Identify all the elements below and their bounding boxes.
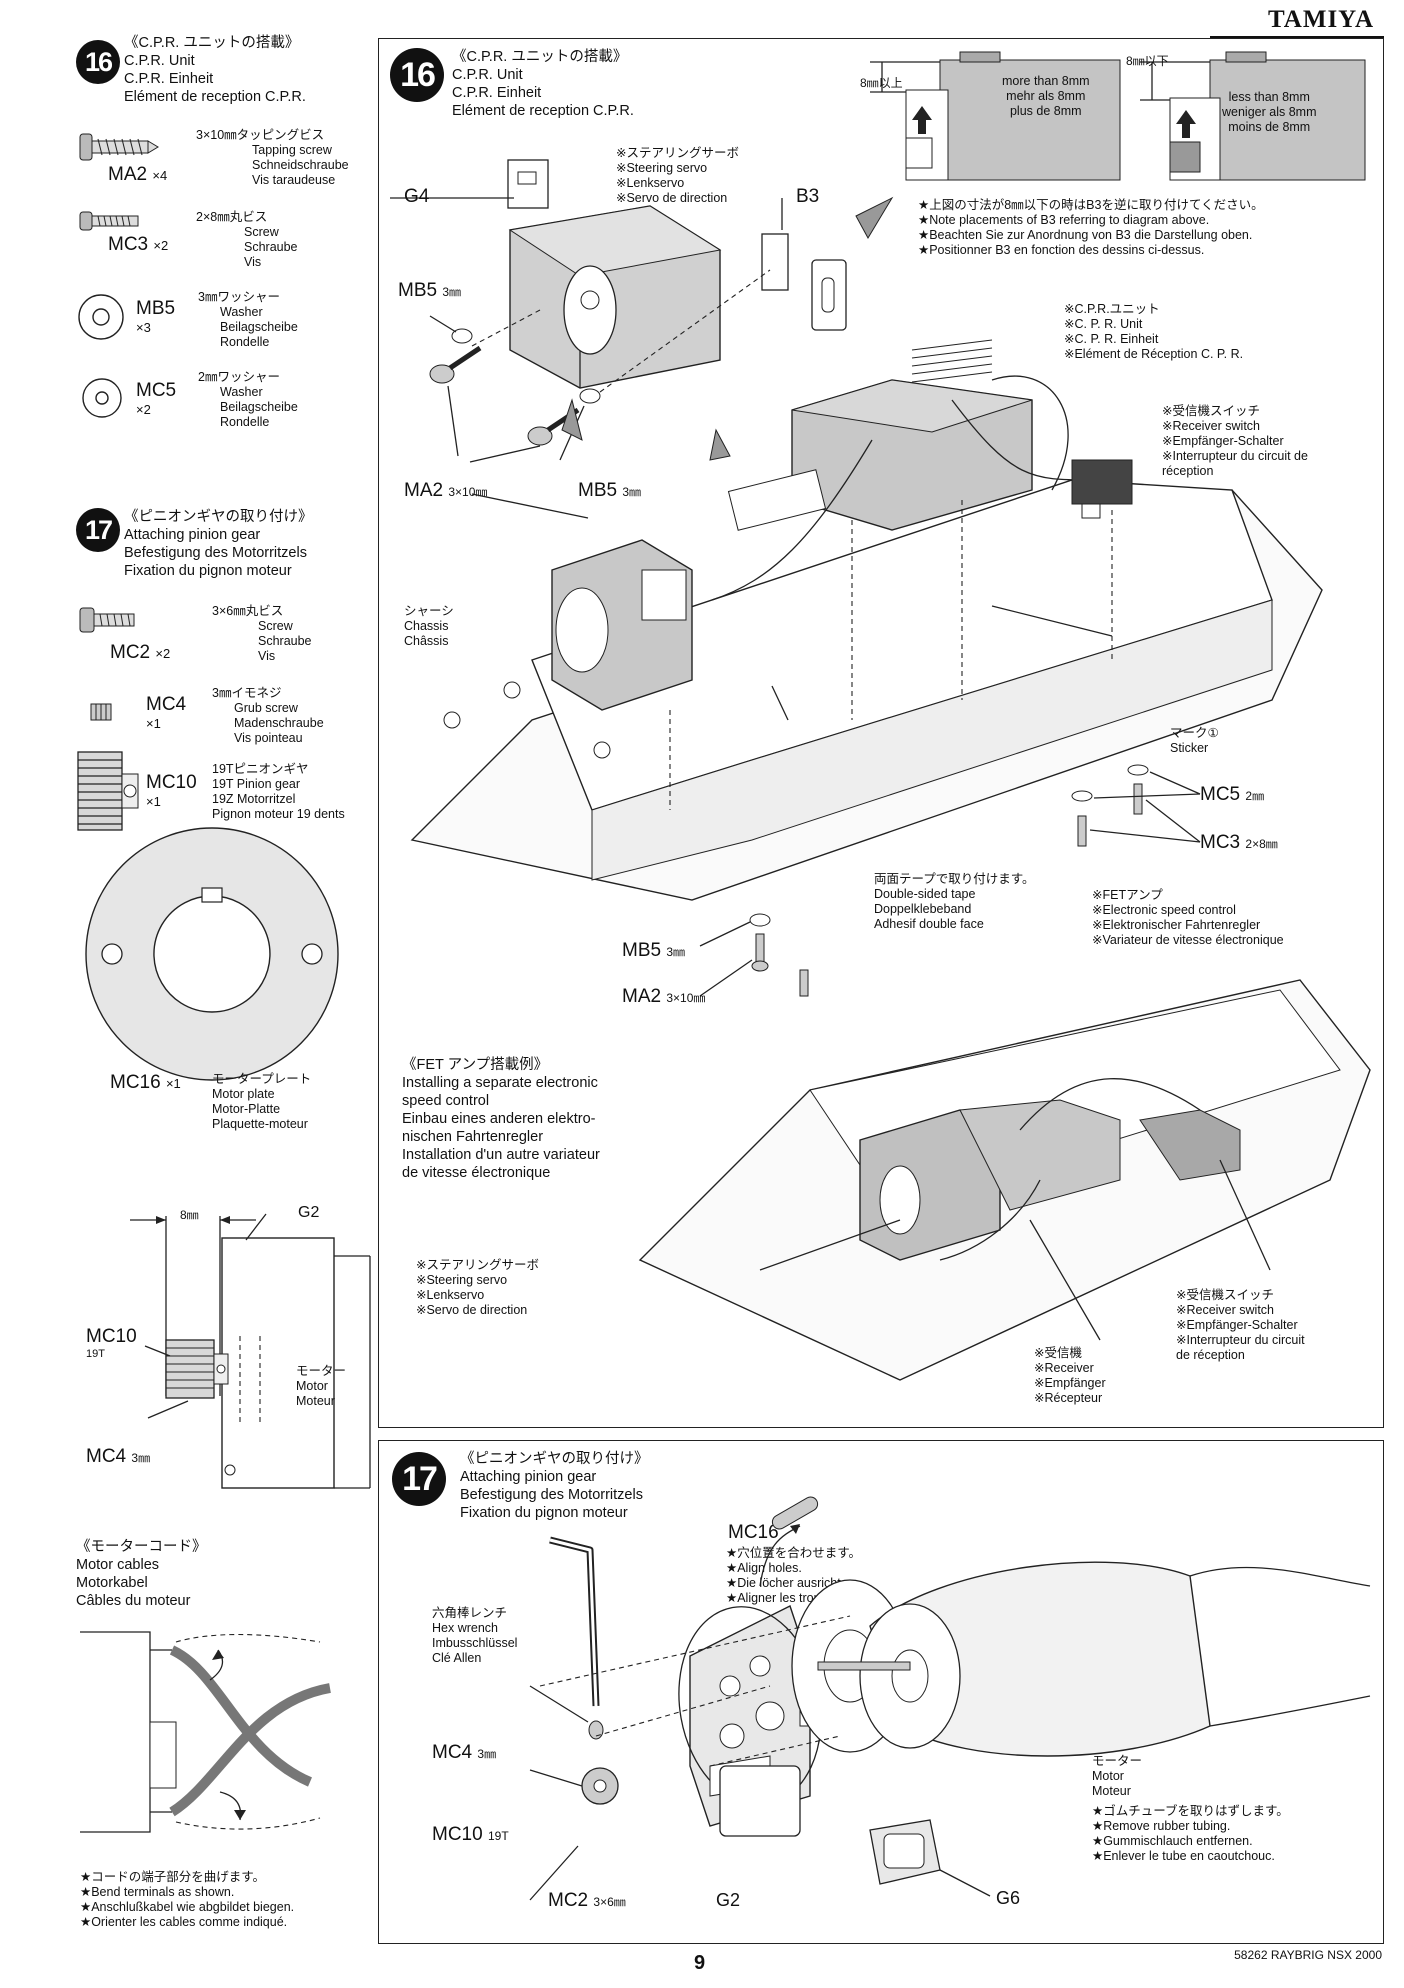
part-ma2-desc: 3×10㎜タッピングビス Tapping screw Schneidschrau… xyxy=(196,128,349,187)
label-mc16: MC16 xyxy=(728,1522,779,1543)
label-mc5: MC5 2㎜ xyxy=(1200,784,1265,805)
label-mc2-step17: MC2 3×6㎜ xyxy=(548,1890,626,1911)
servo-assembly-drawing xyxy=(390,159,894,463)
part-mc5-desc: 2㎜ワッシャー Washer Beilagscheibe Rondelle xyxy=(198,370,298,429)
mc5-mc3-hardware xyxy=(1071,764,1201,847)
motor-cables-diagram xyxy=(80,1631,331,1833)
label-receiver-switch: ※受信機スイッチ※Receiver switch ※Empfänger-Scha… xyxy=(1162,404,1308,478)
part-mb5-desc: 3㎜ワッシャー Washer Beilagscheibe Rondelle xyxy=(198,290,298,349)
footer-model: 58262 RAYBRIG NSX 2000 xyxy=(1234,1948,1382,1962)
grub-screw-icon xyxy=(90,703,112,721)
label-steering-servo-2: ※ステアリングサーボ※Steering servo ※Lenkservo※Ser… xyxy=(416,1258,539,1317)
pinion-gauge-diagram xyxy=(130,1213,371,1489)
screw-icon xyxy=(79,211,139,231)
gauge-mc4: MC4 3㎜ xyxy=(86,1446,151,1467)
label-g2-step17: G2 xyxy=(716,1890,741,1910)
part-mb5-code: MB5×3 xyxy=(136,298,176,335)
pinion-gear-icon xyxy=(77,751,139,831)
part-mc16-desc: モータープレート Motor plate Motor-Platte Plaque… xyxy=(212,1072,312,1131)
pinion-assembly-drawing xyxy=(529,1496,1371,1901)
header-divider xyxy=(1210,36,1384,38)
label-fet-amp: ※FETアンプ※Electronic speed control ※Elektr… xyxy=(1092,888,1284,947)
fet-install-title: 《FET アンプ搭載例》Installing a separate electr… xyxy=(402,1057,600,1181)
gauge-mc10: MC10 xyxy=(86,1326,137,1347)
label-mb5-mid: MB5 3㎜ xyxy=(578,480,642,501)
part-ma2-code: MA2 ×4 xyxy=(108,164,168,185)
detail-right-dim: 8㎜以下 xyxy=(1126,54,1169,68)
page-number: 9 xyxy=(694,1952,706,1974)
part-mc3-code: MC3 ×2 xyxy=(108,234,169,255)
label-mb5-bottom: MB5 3㎜ xyxy=(622,940,686,961)
part-mc3-desc: 2×8㎜丸ビス Screw Schraube Vis xyxy=(196,210,298,269)
part-mc2-code: MC2 ×2 xyxy=(110,642,171,663)
gauge-dim: 8㎜ xyxy=(180,1208,199,1222)
step-17-panel-badge: 17 xyxy=(392,1452,446,1506)
g6-part xyxy=(869,1819,991,1897)
label-align-holes: ★穴位置を合わせます。★Align holes. ★Die löcher aus… xyxy=(726,1546,861,1605)
step-16-panel-badge: 16 xyxy=(390,48,444,102)
mb5-ma2-bottom-hardware xyxy=(699,913,809,997)
motor-plate-icon xyxy=(85,827,339,1081)
label-mb5-top: MB5 3㎜ xyxy=(398,280,462,301)
label-g4: G4 xyxy=(404,186,430,207)
gauge-g2: G2 xyxy=(298,1204,320,1221)
label-mc10-step17: MC10 19T xyxy=(432,1824,509,1845)
step-16-panel xyxy=(378,38,1384,1428)
step-16-panel-title: 《C.P.R. ユニットの搭載》C.P.R. Unit C.P.R. Einhe… xyxy=(452,49,634,119)
gauge-teeth: 19T xyxy=(86,1348,105,1360)
label-double-sided-tape: 両面テープで取り付けます。Double-sided tape Doppelkle… xyxy=(874,872,1035,931)
screw-3x6-icon xyxy=(79,607,135,633)
label-g6: G6 xyxy=(996,1888,1021,1908)
part-mc16-code: MC16 ×1 xyxy=(110,1072,181,1093)
label-b3: B3 xyxy=(796,186,820,207)
step-17-badge: 17 xyxy=(76,508,120,552)
washer-2mm-icon xyxy=(82,378,122,418)
part-mc4-code: MC4×1 xyxy=(146,694,187,731)
tapping-screw-icon xyxy=(79,133,159,161)
label-mc4-step17: MC4 3㎜ xyxy=(432,1742,497,1763)
step-17-panel xyxy=(378,1440,1384,1944)
part-mc10-code: MC10×1 xyxy=(146,772,197,809)
step-17-title: 《ピニオンギヤの取り付け》Attaching pinion gear Befes… xyxy=(124,509,313,579)
detail-left-dim: 8㎜以上 xyxy=(860,76,903,90)
brand-logo: TAMIYA xyxy=(1267,6,1374,33)
label-remove-rubber: ★ゴムチューブを取りはずします。★Remove rubber tubing. ★… xyxy=(1092,1804,1289,1863)
part-mc5-code: MC5×2 xyxy=(136,380,177,417)
b3-placement-detail xyxy=(870,51,1366,181)
label-receiver: ※受信機※Receiver ※Empfänger※Récepteur xyxy=(1034,1346,1106,1405)
chassis-fet-drawing xyxy=(638,979,1371,1381)
step-17-panel-title: 《ピニオンギヤの取り付け》Attaching pinion gear Befes… xyxy=(460,1451,649,1521)
part-mc4-desc: 3㎜イモネジ Grub screw Madenschraube Vis poin… xyxy=(212,686,324,745)
b3-note: ★上図の寸法が8㎜以下の時はB3を逆に取り付けてください。★Note place… xyxy=(918,198,1264,257)
label-cpr-unit: ※C.P.R.ユニット※C. P. R. Unit ※C. P. R. Einh… xyxy=(1064,302,1244,361)
washer-3mm-icon xyxy=(78,294,124,340)
chassis-top-drawing xyxy=(410,339,1323,901)
motor-cables-note: ★コードの端子部分を曲げます。★Bend terminals as shown.… xyxy=(80,1870,295,1929)
part-mc10-desc: 19Tピニオンギヤ 19T Pinion gear 19Z Motorritze… xyxy=(212,762,345,821)
label-steering-servo: ※ステアリングサーボ※Steering servo ※Lenkservo※Ser… xyxy=(616,146,739,205)
label-receiver-switch-2: ※受信機スイッチ※Receiver switch ※Empfänger-Scha… xyxy=(1176,1288,1305,1362)
step-16-title: 《C.P.R. ユニットの搭載》C.P.R. Unit C.P.R. Einhe… xyxy=(124,35,306,105)
label-mc3: MC3 2×8㎜ xyxy=(1200,832,1278,853)
part-mc2-desc: 3×6㎜丸ビス Screw Schraube Vis xyxy=(212,604,312,663)
label-ma2-bottom: MA2 3×10㎜ xyxy=(622,986,706,1007)
step-16-badge: 16 xyxy=(76,40,120,84)
